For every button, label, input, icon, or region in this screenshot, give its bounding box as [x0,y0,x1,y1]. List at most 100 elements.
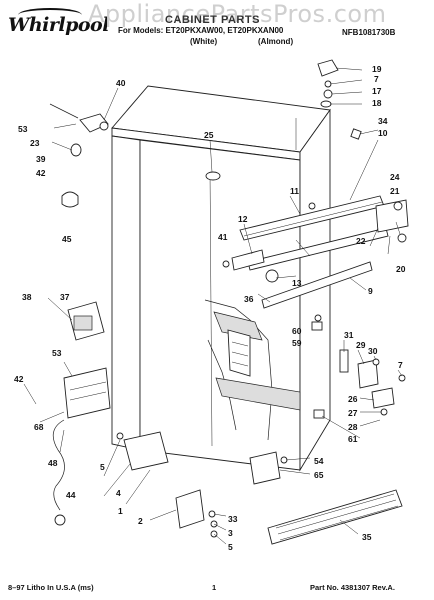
variant-almond: (Almond) [258,37,294,46]
part-45 [61,191,79,208]
variant-white: (White) [190,37,218,46]
callout: 34 [378,116,388,126]
reference-code: NFB1081730B [342,28,396,37]
part-48-cord [52,419,65,511]
part-35-grille [267,489,403,545]
part-12 [231,249,265,271]
part-60 [314,314,322,322]
rail-fastener [265,269,279,283]
callout: 5 [228,542,233,552]
callout: 36 [244,294,254,304]
callout: 42 [36,168,46,178]
part-19 [317,59,339,77]
callout: 3 [228,528,233,538]
watermark: AppliancePartsPros.com [88,0,387,28]
part-44 [54,514,66,526]
part-41 [222,260,230,268]
callout: 53 [52,348,62,358]
small-parts [49,59,407,545]
footer-partno: Part No. 4381307 Rev.A. [310,583,395,592]
part-34 [350,128,362,140]
callout: 20 [396,264,406,274]
callout: 33 [228,514,238,524]
callout: 31 [344,330,354,340]
part-65 [249,451,281,485]
part-61 [313,409,325,419]
callout: 22 [356,236,366,246]
logo-swoosh [18,8,82,22]
callout: 1 [118,506,123,516]
callout: 27 [348,408,358,418]
callout: 30 [368,346,378,356]
cabinet-left-side [111,135,141,451]
models-line: For Models: ET20PKXAW00, ET20PKXAN00 [118,26,284,35]
callout: 7 [398,360,403,370]
part-25 [205,171,221,181]
part-26 [371,387,395,409]
callout: 53 [18,124,28,134]
callout: 60 [292,326,302,336]
callout: 39 [36,154,46,164]
callout: 61 [348,434,358,444]
callout: 10 [378,128,388,138]
callout: 40 [116,78,126,88]
part-39 [70,143,82,157]
callout: 17 [372,86,382,96]
rail-bottom [261,261,373,309]
part-40-knob [99,121,109,131]
callout: 28 [348,422,358,432]
callout: 54 [314,456,324,466]
part-68-housing [63,367,111,419]
callout: 9 [368,286,373,296]
callout: 29 [356,340,366,350]
callout: 26 [348,394,358,404]
callout: 59 [292,338,302,348]
part-2 [175,489,205,529]
inner-shelf-upper [213,311,263,341]
rail-bracket [375,199,409,233]
callout: 7 [374,74,379,84]
callout: 48 [48,458,58,468]
divider-rails [239,195,409,309]
cabinet [111,85,331,472]
callout: 25 [204,130,214,140]
cabinet-front [139,139,301,471]
footer-litho: 8–97 Litho In U.S.A (ms) [8,583,94,592]
part-38 [73,315,93,331]
part-17 [323,89,333,99]
footer-page: 1 [212,583,217,592]
part-5 [116,432,124,440]
callout-labels: 53 23 39 42 45 40 25 19 7 17 18 34 10 11… [14,64,406,552]
callout: 18 [372,98,382,108]
part-4 [123,431,169,471]
callout: 21 [390,186,400,196]
inner-duct [227,329,251,377]
callout: 44 [66,490,76,500]
callout: 2 [138,516,143,526]
part-31 [339,349,349,373]
callout: 13 [292,278,302,288]
part-7-lower [398,374,406,382]
callout: 65 [314,470,324,480]
callout: 19 [372,64,382,74]
callout: 37 [60,292,70,302]
part-18 [320,100,332,108]
inner-shelf-lower [215,377,301,411]
callout: 5 [100,462,105,472]
callout: 68 [34,422,44,432]
part-24-a [393,201,403,211]
callout: 35 [362,532,372,542]
brand-logo: Whirlpool [8,8,109,36]
part-59 [311,321,323,331]
callout: 11 [290,186,299,196]
part-20 [397,233,407,243]
callout: 42 [14,374,24,384]
page-title: CABINET PARTS [165,14,260,26]
part-30 [372,358,380,366]
callout: 38 [22,292,32,302]
callout: 12 [238,214,248,224]
part-11 [308,202,316,210]
callout: 45 [62,234,72,244]
callout: 24 [390,172,400,182]
